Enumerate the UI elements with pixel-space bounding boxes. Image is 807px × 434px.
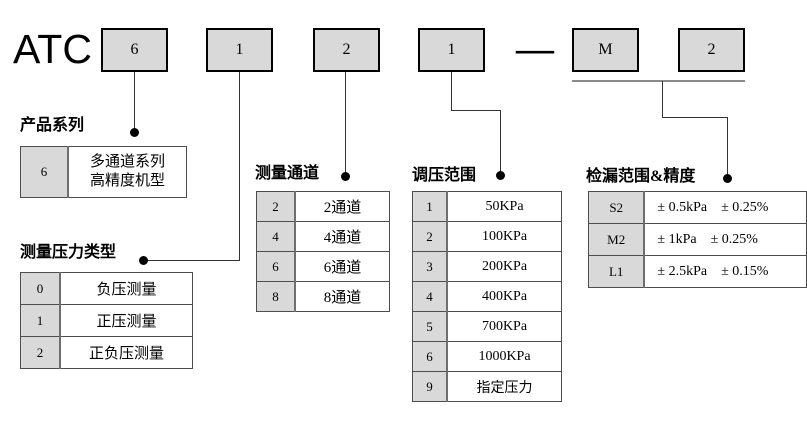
regulation-range-table: 1 50KPa 2 100KPa 3 200KPa 4 400KPa 5 700…	[412, 191, 562, 402]
code-cell: 6	[20, 146, 69, 198]
code-cell: 4	[256, 221, 296, 252]
table-row: 1 50KPa	[412, 191, 562, 222]
table-row: L1 ± 2.5kPa ± 0.15%	[588, 255, 807, 288]
connector-line	[662, 81, 663, 118]
code-cell: 0	[20, 272, 61, 305]
leak-range-value: ± 2.5kPa	[657, 263, 708, 279]
table-row: 6 6通道	[256, 251, 390, 282]
section-heading-pressure-type: 测量压力类型	[20, 244, 117, 261]
code-cell: 9	[412, 371, 448, 402]
leak-range-value: ± 0.5kPa	[657, 199, 708, 215]
code-cell: L1	[588, 255, 646, 288]
connector-line	[239, 72, 240, 261]
code-cell: 8	[256, 281, 296, 312]
label-cell: 50KPa	[446, 191, 562, 222]
connector-line	[451, 72, 452, 111]
connector-line	[134, 72, 135, 129]
label-cell: 正负压测量	[59, 336, 193, 369]
label-cell: 8通道	[294, 281, 390, 312]
table-row: 6 多通道系列 高精度机型	[20, 146, 187, 198]
table-row: 3 200KPa	[412, 251, 562, 282]
code-cell: 1	[412, 191, 448, 222]
section-heading-product-series: 产品系列	[20, 117, 85, 134]
segment-box-channels: 2	[313, 28, 380, 72]
table-row: 5 700KPa	[412, 311, 562, 342]
code-cell: M2	[588, 223, 646, 256]
label-cell: 400KPa	[446, 281, 562, 312]
table-row: 1 正压测量	[20, 304, 193, 337]
label-cell: 指定压力	[446, 371, 562, 402]
connector-dot	[130, 128, 139, 137]
segment-box-pressure-type: 1	[206, 28, 273, 72]
code-cell: 6	[412, 341, 448, 372]
suffix-box-leak-range: M	[572, 28, 639, 72]
table-row: 2 正负压测量	[20, 336, 193, 369]
table-row: M2 ± 1kPa ± 0.25%	[588, 223, 807, 256]
segment-box-series: 6	[101, 28, 168, 72]
channels-table: 2 2通道 4 4通道 6 6通道 8 8通道	[256, 191, 390, 312]
connector-line	[662, 117, 728, 118]
label-cell: 多通道系列 高精度机型	[67, 146, 187, 198]
code-cell: 2	[412, 221, 448, 252]
label-cell: 200KPa	[446, 251, 562, 282]
label-line: 多通道系列	[89, 154, 165, 170]
connector-dot	[341, 172, 350, 181]
label-cell: 700KPa	[446, 311, 562, 342]
table-row: 4 4通道	[256, 221, 390, 252]
label-cell: 2通道	[294, 191, 390, 222]
table-row: S2 ± 0.5kPa ± 0.25%	[588, 191, 807, 224]
label-cell: ± 2.5kPa ± 0.15%	[643, 255, 807, 288]
label-cell: 正压测量	[59, 304, 193, 337]
separator-dash: —	[516, 27, 554, 70]
table-row: 2 100KPa	[412, 221, 562, 252]
table-row: 6 1000KPa	[412, 341, 562, 372]
connector-line	[147, 260, 240, 261]
label-cell: 100KPa	[446, 221, 562, 252]
section-heading-leak-range: 检漏范围&精度	[586, 168, 696, 185]
connector-line	[500, 110, 501, 172]
brand-label: ATC	[13, 26, 92, 72]
code-cell: 3	[412, 251, 448, 282]
connector-dot	[139, 256, 148, 265]
label-cell: ± 0.5kPa ± 0.25%	[643, 191, 807, 224]
leak-accuracy-value: ± 0.25%	[721, 199, 769, 215]
connector-dot	[723, 174, 732, 183]
label-cell: ± 1kPa ± 0.25%	[643, 223, 807, 256]
label-cell: 4通道	[294, 221, 390, 252]
label-cell: 1000KPa	[446, 341, 562, 372]
connector-line	[727, 117, 728, 175]
leak-range-table: S2 ± 0.5kPa± 0.25% M2 ± 1kPa± 0.25% L1 ±…	[588, 191, 807, 288]
code-cell: 1	[20, 304, 61, 337]
segment-box-regulation: 1	[418, 28, 485, 72]
table-row: 0 负压测量	[20, 272, 193, 305]
code-cell: S2	[588, 191, 646, 224]
code-cell: 2	[256, 191, 296, 222]
connector-dot	[496, 171, 505, 180]
code-cell: 6	[256, 251, 296, 282]
table-row: 8 8通道	[256, 281, 390, 312]
label-cell: 负压测量	[59, 272, 193, 305]
section-heading-regulation-range: 调压范围	[412, 167, 477, 184]
code-cell: 2	[20, 336, 61, 369]
code-cell: 4	[412, 281, 448, 312]
table-row: 9 指定压力	[412, 371, 562, 402]
connector-line	[345, 72, 346, 177]
section-heading-channels: 测量通道	[255, 165, 320, 182]
label-line: 高精度机型	[89, 173, 165, 189]
table-row: 4 400KPa	[412, 281, 562, 312]
suffix-box-leak-accuracy: 2	[678, 28, 745, 72]
table-row: 2 2通道	[256, 191, 390, 222]
label-cell: 6通道	[294, 251, 390, 282]
product-series-table: 6 多通道系列 高精度机型	[20, 146, 187, 198]
pressure-type-table: 0 负压测量 1 正压测量 2 正负压测量	[20, 272, 193, 369]
code-cell: 5	[412, 311, 448, 342]
leak-range-value: ± 1kPa	[657, 231, 697, 247]
leak-accuracy-value: ± 0.15%	[721, 263, 769, 279]
suffix-underline	[572, 80, 745, 82]
leak-accuracy-value: ± 0.25%	[710, 231, 758, 247]
connector-line	[451, 110, 501, 111]
